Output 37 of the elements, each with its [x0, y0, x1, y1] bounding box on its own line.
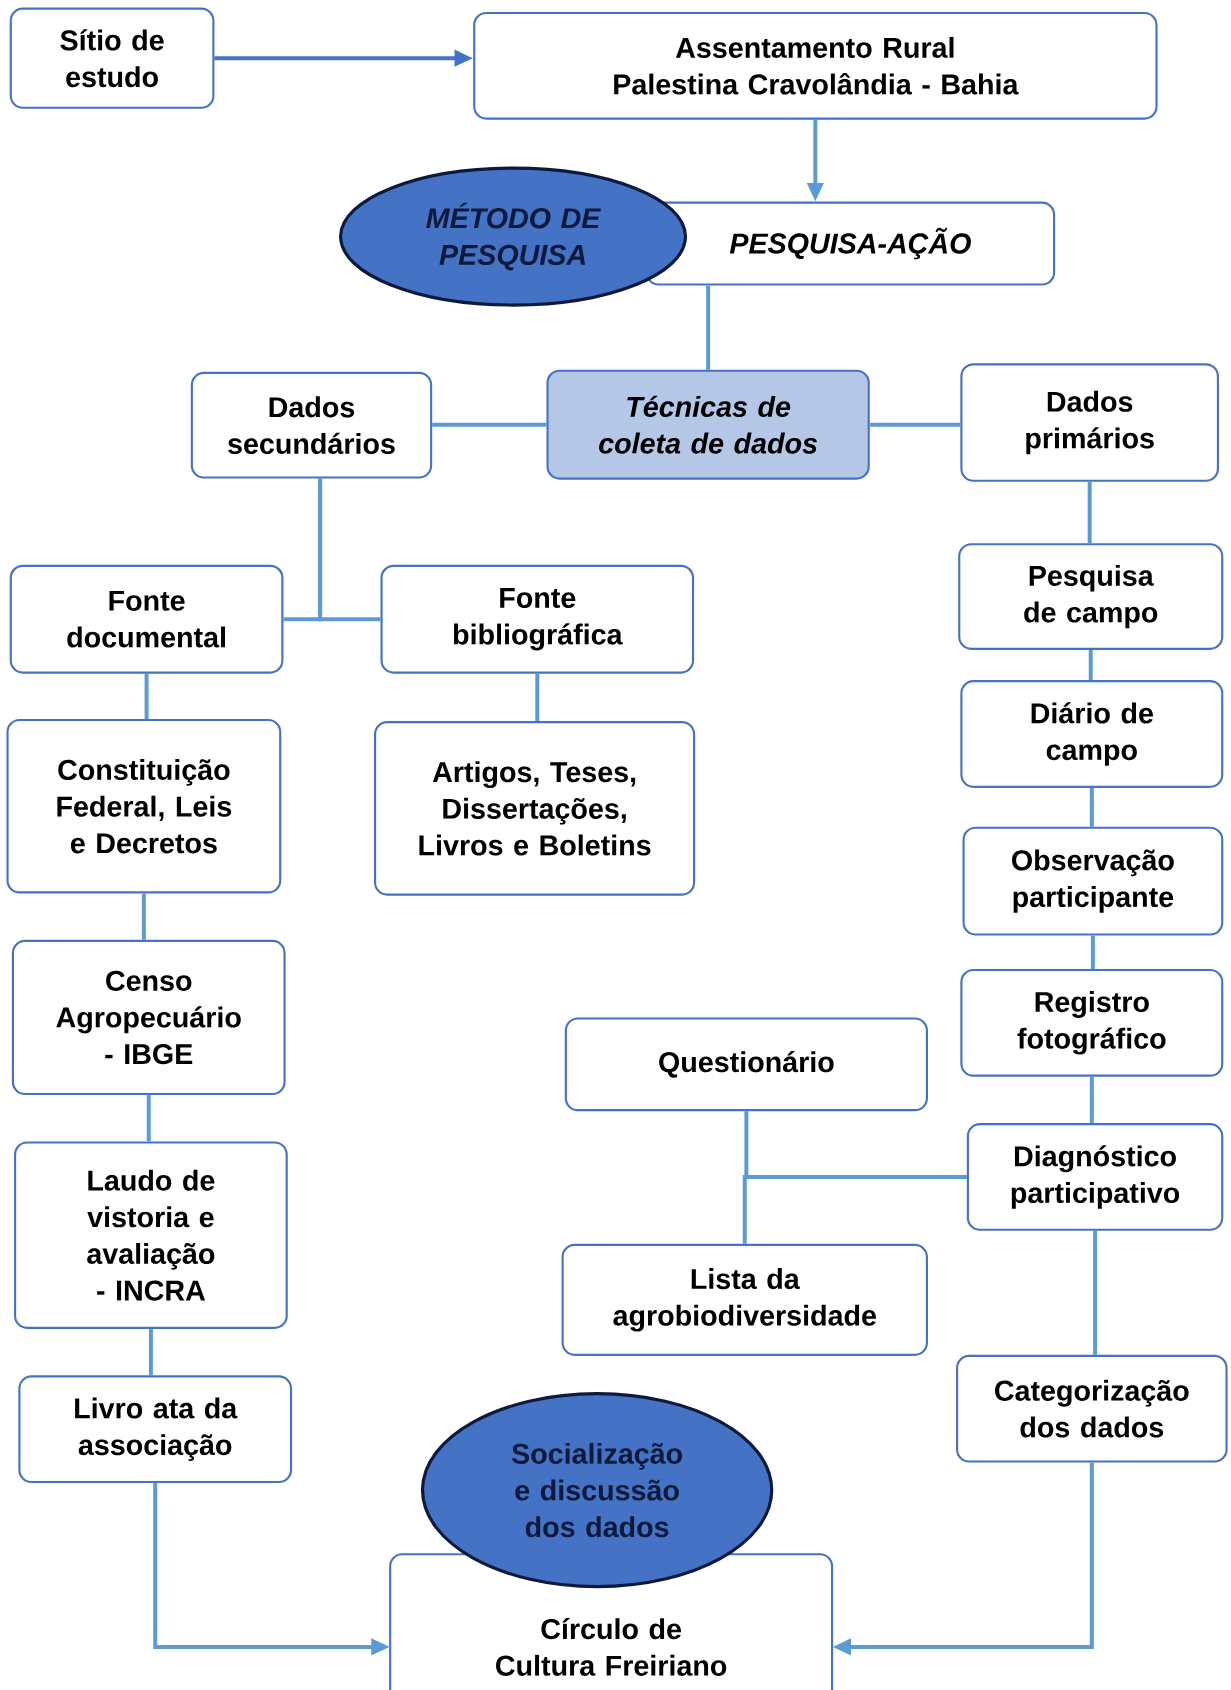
connector-line [318, 478, 381, 622]
process-box: Pesquisa de campo [958, 543, 1224, 650]
process-box: Técnicas de coleta de dados [546, 369, 870, 480]
process-box: Censo Agropecuário - IBGE [11, 939, 286, 1096]
process-box: Sítio de estudo [9, 7, 215, 109]
process-box: Observação participante [962, 826, 1224, 936]
connector-line [535, 673, 540, 722]
connector-line [148, 1328, 153, 1376]
process-box: Lista da agrobiodiversidade [561, 1243, 929, 1356]
process-box: Livro ata da associação [18, 1375, 293, 1484]
connector-line [146, 1095, 151, 1142]
connector-line [1093, 1230, 1098, 1355]
connector-line [1091, 935, 1095, 969]
process-box: Dados secundários [190, 371, 433, 479]
process-box: Laudo de vistoria e avaliação - INCRA [14, 1141, 288, 1329]
process-box: Assentamento Rural Palestina Cravolândia - Bahia [473, 11, 1158, 120]
connector-line [1087, 481, 1092, 544]
process-box: Registro fotográfico [960, 968, 1224, 1077]
connector-line [1088, 649, 1093, 681]
process-box: Diário de campo [960, 680, 1224, 788]
process-box: Diagnóstico participativo [966, 1123, 1224, 1231]
connector-line [141, 893, 146, 940]
process-box: Fonte bibliográfica [380, 564, 695, 674]
connector-line [144, 673, 149, 719]
process-box: Fonte documental [9, 564, 284, 674]
connector-line [1089, 1076, 1094, 1124]
process-box: Constituição Federal, Leis e Decretos [6, 718, 282, 894]
connector-line [742, 1175, 967, 1244]
process-box: Artigos, Teses, Dissertações, Livros e Boletins [374, 721, 696, 896]
connector-line [432, 422, 547, 427]
process-box: PESQUISA-AÇÃO [645, 201, 1056, 286]
connector-line [869, 422, 961, 427]
connector-line [706, 285, 711, 370]
process-box: Categorização dos dados [956, 1354, 1228, 1463]
process-box: Questionário [564, 1017, 929, 1112]
process-box: Dados primários [960, 363, 1220, 482]
connector-line [1089, 787, 1094, 827]
